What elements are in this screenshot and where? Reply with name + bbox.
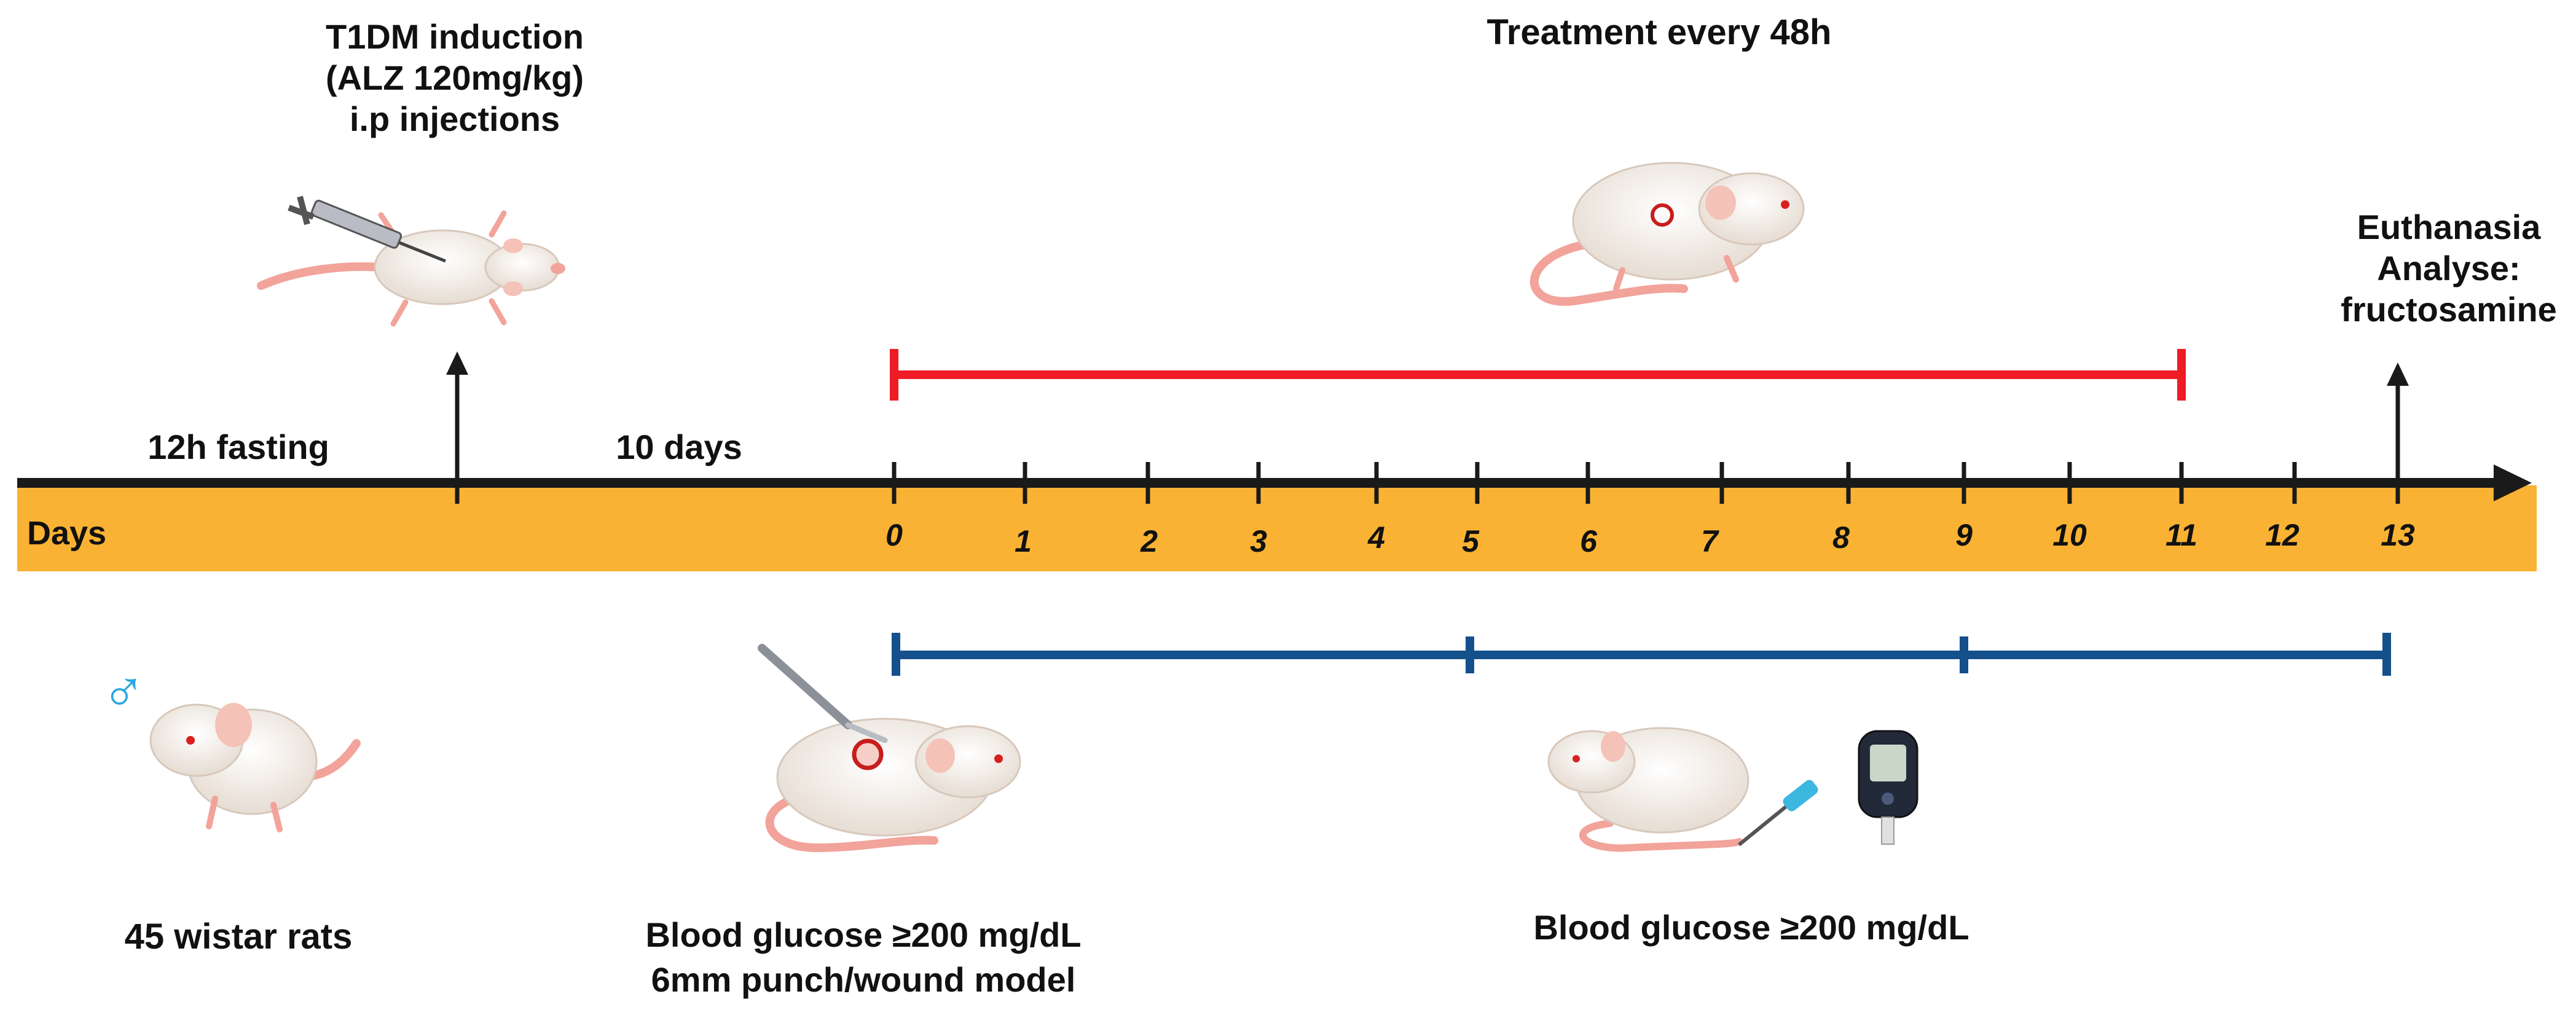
day-label-13: 13	[2381, 518, 2415, 552]
glucometer-icon	[1858, 730, 1918, 845]
treatment-label: Treatment every 48h	[1486, 12, 1832, 52]
time-axis-arrowhead	[2494, 464, 2532, 501]
rats-count-label: 45 wistar rats	[124, 917, 353, 957]
ten-days-label: 10 days	[616, 428, 742, 466]
day-label-10: 10	[2052, 518, 2087, 552]
day-label-2: 2	[1141, 524, 1158, 558]
wound-line-2: 6mm punch/wound model	[651, 960, 1076, 999]
day-label-6: 6	[1580, 524, 1597, 558]
wound-line-1: Blood glucose ≥200 mg/dL	[645, 915, 1082, 954]
syringe-icon	[288, 195, 446, 263]
induction-arrow	[446, 351, 468, 504]
day-label-9: 9	[1955, 518, 1973, 552]
wound-model-label: Blood glucose ≥200 mg/dL 6mm punch/wound…	[645, 913, 1081, 1003]
t1dm-line-2: (ALZ 120mg/kg)	[325, 58, 584, 98]
male-symbol: ♂	[101, 657, 146, 722]
day-label-4: 4	[1368, 520, 1385, 555]
euthanasia-label: Euthanasia Analyse: fructosamine	[2341, 206, 2557, 331]
glucose-monitoring-bar	[892, 633, 2391, 676]
t1dm-line-1: T1DM induction	[326, 17, 584, 56]
scalpel-icon	[758, 644, 888, 743]
day-ticks	[892, 462, 2400, 504]
day-label-7: 7	[1701, 524, 1718, 558]
rat-wound-icon	[1530, 162, 1805, 306]
day-label-12: 12	[2265, 518, 2299, 552]
euthanasia-line-1: Euthanasia	[2357, 208, 2541, 246]
day-label-11: 11	[2166, 518, 2197, 552]
glucose-label: Blood glucose ≥200 mg/dL	[1533, 908, 1969, 947]
rat-blood-icon	[1547, 727, 1818, 852]
day-label-5: 5	[1462, 524, 1479, 558]
euthanasia-line-3: fructosamine	[2341, 290, 2557, 329]
lancet-icon	[1738, 780, 1818, 847]
days-band	[17, 485, 2537, 571]
day-label-3: 3	[1250, 524, 1267, 558]
day-label-8: 8	[1832, 520, 1850, 555]
days-label: Days	[27, 515, 107, 552]
rat-male-icon	[149, 703, 361, 832]
day-label-0: 0	[886, 518, 903, 552]
treatment-bar	[890, 349, 2186, 401]
rat-scalpel-icon	[758, 644, 1021, 853]
fasting-label: 12h fasting	[147, 428, 329, 466]
euthanasia-line-2: Analyse:	[2377, 249, 2521, 288]
rat-injection-icon	[257, 195, 565, 327]
t1dm-line-3: i.p injections	[349, 100, 560, 139]
t1dm-induction-label: T1DM induction (ALZ 120mg/kg) i.p inject…	[326, 16, 584, 140]
day-label-1: 1	[1015, 524, 1032, 558]
